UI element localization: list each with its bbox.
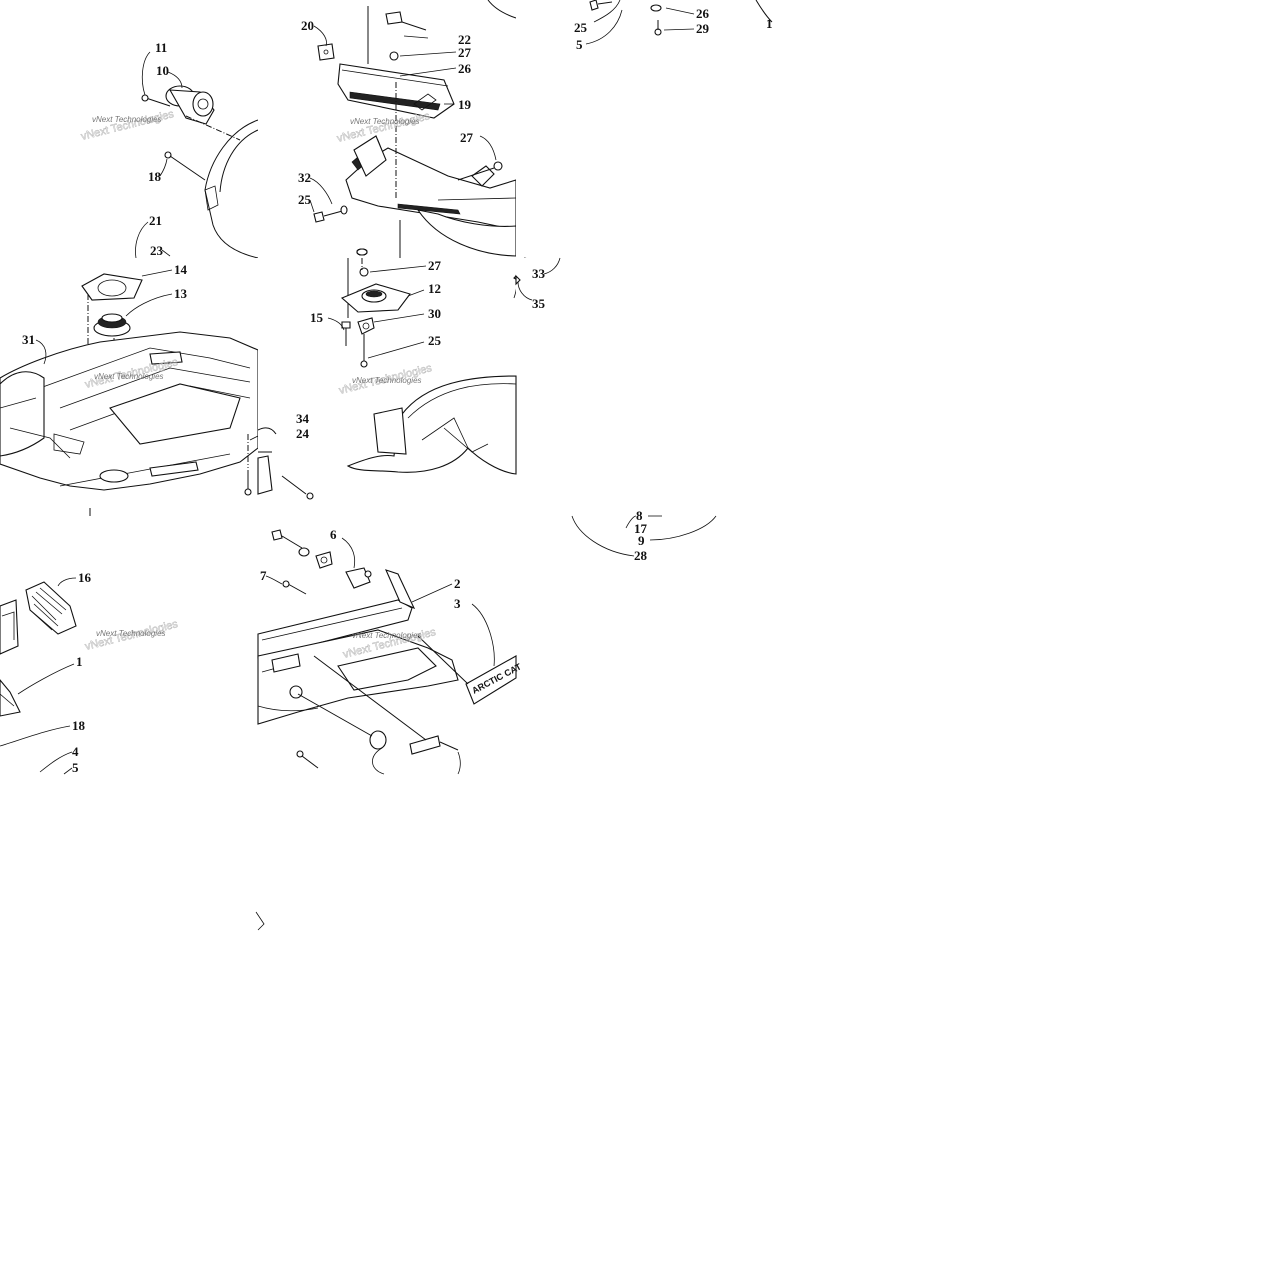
mount-plate-12-part <box>340 283 411 313</box>
callout-label: 33 <box>532 266 546 281</box>
callout-label: 3 <box>454 596 461 611</box>
starter-motor-part <box>165 85 215 125</box>
gasket-plate-14-part <box>81 273 143 301</box>
callout-label: 5 <box>72 760 79 775</box>
callout-label: 31 <box>22 332 35 347</box>
callout-label: 25 <box>428 333 442 348</box>
bolt-25-part <box>589 0 613 11</box>
tunnel-body-part <box>345 135 517 257</box>
callout-label: 27 <box>428 258 442 273</box>
screw-7-part <box>282 580 307 595</box>
callout-label: 27 <box>458 45 472 60</box>
callout-label: 26 <box>458 61 472 76</box>
callout-label: 27 <box>460 130 474 145</box>
callout-label: 23 <box>150 243 164 258</box>
screw-29-part <box>654 20 662 36</box>
bracket-20-part <box>317 43 335 61</box>
callout-label: 25 <box>574 20 588 35</box>
callout-label: 2 <box>454 576 461 591</box>
snow-flap-3-part: ARCTIC CAT <box>417 635 523 705</box>
vent-16-part <box>25 581 77 635</box>
bolt-22-part <box>367 6 427 64</box>
diagram-tile-mid-right: 8 17 9 28 <box>516 508 774 576</box>
callout-label: 15 <box>310 310 324 325</box>
callout-label: 28 <box>634 548 648 563</box>
callout-label: 21 <box>149 213 162 228</box>
bolt-25-part <box>360 334 368 368</box>
reflector-part <box>313 655 459 755</box>
boot-13-part <box>93 313 131 337</box>
rivet-15-part <box>341 321 351 346</box>
callout-label: 7 <box>260 568 267 583</box>
taillight-part <box>297 693 387 750</box>
washer-26-part <box>650 4 662 12</box>
side-panel-part <box>0 599 21 717</box>
callout-label: 18 <box>72 718 86 733</box>
screw-24-part <box>244 434 252 496</box>
callout-label: 17 <box>634 521 648 536</box>
clip-30-part <box>357 317 375 335</box>
diagram-fragment-stray-mark <box>255 910 268 934</box>
callout-label: 25 <box>298 192 312 207</box>
screw-part <box>281 475 314 500</box>
plate-27-part <box>457 161 503 187</box>
watermark-text: vNext Technologies <box>96 629 166 638</box>
fastener-18-part <box>164 151 206 181</box>
callout-label: 8 <box>636 508 643 523</box>
bumper-bar-2-part <box>257 569 416 659</box>
watermark-ghost: vNext Technologies <box>336 110 432 145</box>
callout-label: 12 <box>428 281 441 296</box>
callout-label: 13 <box>174 286 188 301</box>
diagram-tile-running-board: 20 22 27 26 19 27 32 25 vNext Technologi… <box>258 0 517 258</box>
callout-label: 30 <box>428 306 441 321</box>
callout-label: 1 <box>766 16 773 31</box>
callout-label: 16 <box>78 570 92 585</box>
callout-label: 32 <box>298 170 311 185</box>
nut-27-part <box>389 51 399 61</box>
diagram-tile-vent-panel: 16 1 18 4 5 vNext Technologies vNext Tec… <box>0 516 258 775</box>
callout-label: 14 <box>174 262 188 277</box>
callout-label: 24 <box>296 426 310 441</box>
callout-label: 34 <box>296 411 310 426</box>
screw-part <box>296 750 319 769</box>
callout-label: 35 <box>532 296 546 311</box>
watermark-text: vNext Technologies <box>350 117 420 126</box>
callout-label: 11 <box>155 40 167 55</box>
bumper-mount-6-part <box>315 551 372 589</box>
diagram-tile-starter-area: 11 10 18 21 23 vNext Technologies vNext … <box>0 0 259 259</box>
watermark-text: vNext Technologies <box>94 372 164 381</box>
lower-fender-part <box>346 375 517 475</box>
bolt-25-part <box>313 205 348 223</box>
watermark-text: vNext Technologies <box>352 631 422 640</box>
callout-label: 6 <box>330 527 337 542</box>
callout-label: 18 <box>148 169 162 184</box>
nut-27-part <box>359 267 369 277</box>
diagram-tile-deck-area: 14 13 31 vNext Technologies vNext Techno… <box>0 258 295 516</box>
watermark-text: vNext Technologies <box>92 115 162 124</box>
callout-label: 10 <box>156 63 169 78</box>
callout-label: 29 <box>696 21 710 36</box>
diagram-tile-fragment-33: 33 35 <box>515 257 576 318</box>
watermark-ghost: vNext Technologies <box>80 108 176 143</box>
callout-label: 19 <box>458 97 472 112</box>
callout-label: 4 <box>72 744 79 759</box>
callout-label: 20 <box>301 18 314 33</box>
diagram-tile-rear-bumper: ARCTIC CAT <box>257 516 523 925</box>
watermark-text: vNext Technologies <box>352 376 422 385</box>
rear-body-part <box>257 629 459 725</box>
diagram-tile-top-right: 1 25 26 29 5 <box>516 0 774 258</box>
deck-body-part <box>0 331 259 491</box>
callout-label: 1 <box>76 654 83 669</box>
callout-label: 9 <box>638 533 645 548</box>
diagram-tile-mounting-plate: 34 24 <box>257 248 539 516</box>
callout-label: 26 <box>696 6 710 21</box>
callout-label: 5 <box>576 37 583 52</box>
bolt-part <box>271 529 310 557</box>
callout-label: 22 <box>458 32 471 47</box>
